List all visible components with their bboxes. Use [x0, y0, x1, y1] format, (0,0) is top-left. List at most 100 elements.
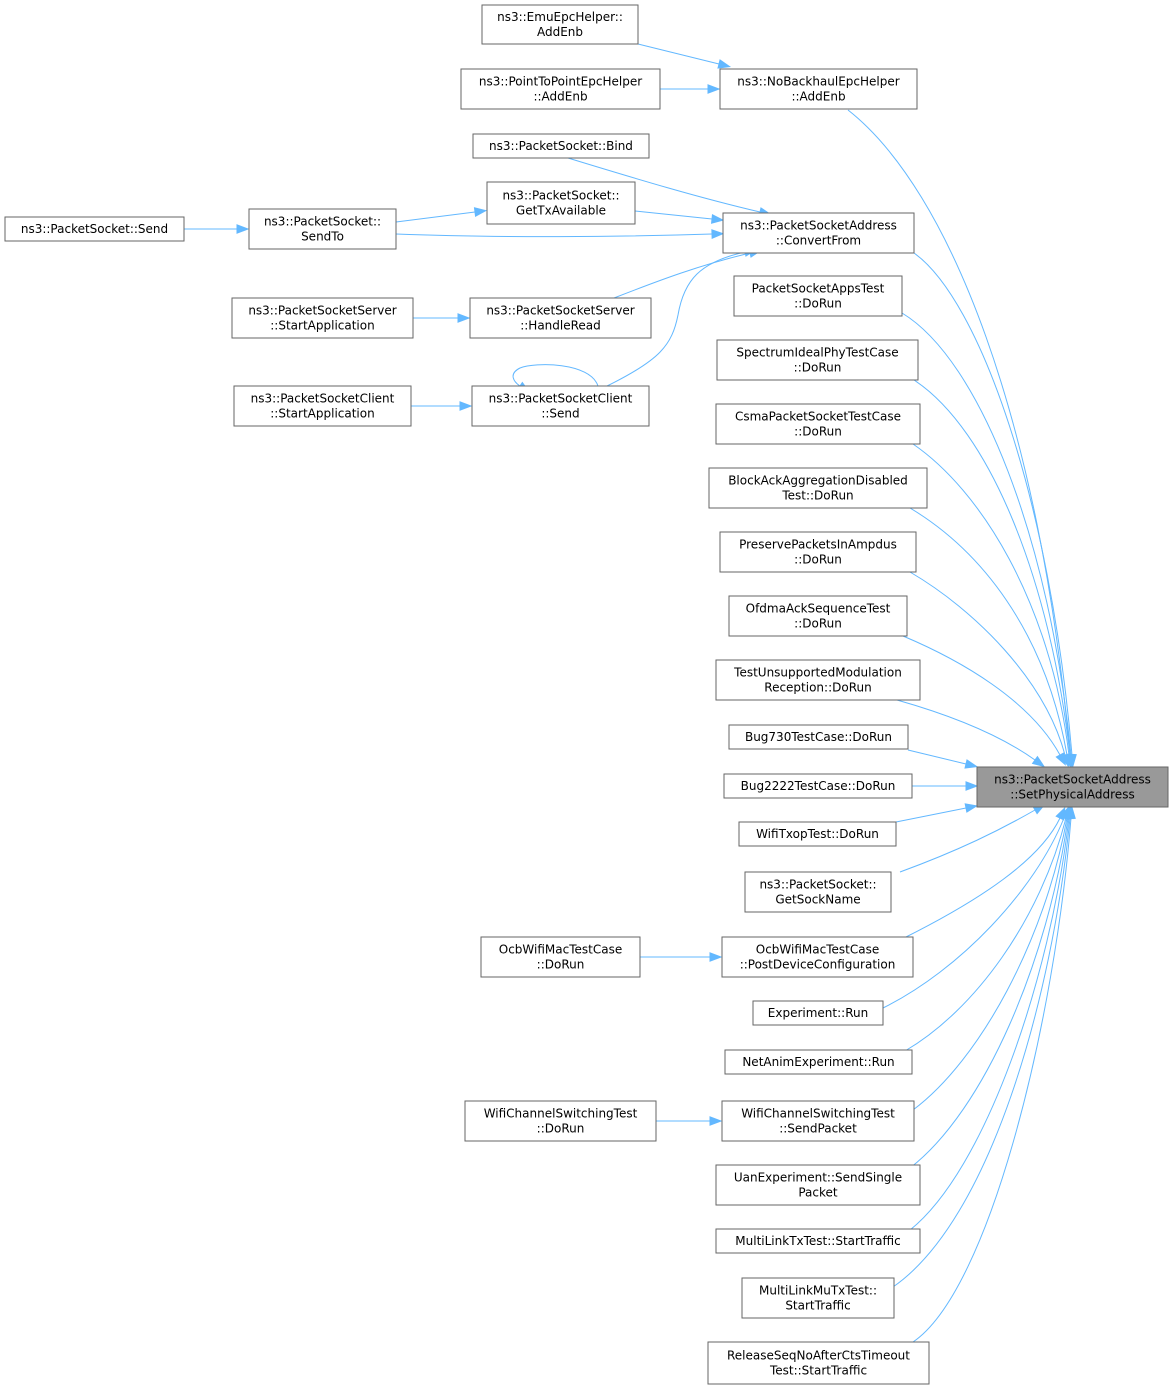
edge-line — [912, 443, 1070, 756]
node-label-line: ns3::PacketSocketClient — [489, 392, 633, 406]
node-mltx[interactable]: MultiLinkTxTest::StartTraffic — [715, 1228, 921, 1254]
node-emu[interactable]: ns3::EmuEpcHelper::AddEnb — [481, 4, 639, 45]
node-chswsend[interactable]: WifiChannelSwitchingTest::SendPacket — [721, 1100, 915, 1142]
node-box — [728, 724, 909, 750]
node-nobh[interactable]: ns3::NoBackhaulEpcHelper::AddEnb — [719, 68, 918, 110]
edge-arrowhead — [236, 224, 250, 234]
node-box — [481, 4, 639, 45]
edge-ofdma-to-root — [902, 635, 1066, 766]
node-clisend[interactable]: ns3::PacketSocketClient::Send — [471, 385, 650, 427]
edge-unsupported-to-root — [896, 699, 1046, 768]
edge-sendto-to-convert — [395, 229, 725, 239]
node-label-line: ns3::NoBackhaulEpcHelper — [737, 75, 899, 89]
node-spectrum[interactable]: SpectrumIdealPhyTestCase::DoRun — [716, 339, 919, 381]
node-ofdma[interactable]: OfdmaAckSequenceTest::DoRun — [728, 595, 908, 637]
node-gettx[interactable]: ns3::PacketSocket::GetTxAvailable — [486, 181, 636, 225]
node-ocbrun[interactable]: OcbWifiMacTestCase::DoRun — [480, 936, 641, 978]
node-chswrun[interactable]: WifiChannelSwitchingTest::DoRun — [464, 1100, 657, 1142]
node-label-line: OcbWifiMacTestCase — [756, 943, 879, 957]
edge-line — [912, 817, 1068, 1111]
nodes-layer: ns3::PacketSocketAddress::SetPhysicalAdd… — [4, 4, 1169, 1385]
node-label-line: ::DoRun — [794, 553, 842, 567]
node-txop[interactable]: WifiTxopTest::DoRun — [738, 821, 897, 847]
edge-getsock-to-root — [899, 803, 1046, 873]
node-handleread[interactable]: ns3::PacketSocketServer::HandleRead — [469, 297, 652, 339]
edge-line — [395, 233, 713, 238]
node-label-line: ::DoRun — [794, 425, 842, 439]
node-box — [723, 773, 913, 799]
edge-exprun-to-root — [882, 806, 1069, 1009]
edge-preserve-to-root — [909, 571, 1070, 767]
node-label-line: WifiChannelSwitchingTest — [484, 1107, 638, 1121]
node-root[interactable]: ns3::PacketSocketAddress::SetPhysicalAdd… — [976, 766, 1169, 808]
node-box — [752, 1000, 884, 1026]
node-ocbpost[interactable]: OcbWifiMacTestCase::PostDeviceConfigurat… — [721, 936, 914, 978]
node-sendto[interactable]: ns3::PacketSocket::SendTo — [248, 208, 397, 250]
node-label-line: PacketSocketAppsTest — [752, 282, 885, 296]
node-release[interactable]: ReleaseSeqNoAfterCtsTimeoutTest::StartTr… — [707, 1341, 930, 1385]
edge-line — [909, 507, 1068, 756]
node-srvstart[interactable]: ns3::PacketSocketServer::StartApplicatio… — [231, 297, 414, 339]
node-preserve[interactable]: PreservePacketsInAmpdus::DoRun — [719, 531, 917, 573]
node-box — [248, 208, 397, 250]
root-node-box — [976, 766, 1169, 808]
edge-mlmu-to-root — [892, 805, 1075, 1288]
edge-line — [902, 635, 1061, 756]
edge-line — [637, 43, 720, 65]
node-label-line: ::PostDeviceConfiguration — [740, 958, 896, 972]
node-label-line: ::HandleRead — [520, 319, 601, 333]
node-bug730[interactable]: Bug730TestCase::DoRun — [728, 724, 909, 750]
node-netanim[interactable]: NetAnimExperiment::Run — [724, 1049, 913, 1075]
edge-line — [896, 699, 1036, 761]
edges-layer — [184, 43, 1077, 1343]
node-unsupported[interactable]: TestUnsupportedModulationReception::DoRu… — [715, 659, 921, 701]
edge-arrowhead — [709, 1116, 723, 1126]
node-label-line: Bug730TestCase::DoRun — [745, 730, 892, 744]
node-exprun[interactable]: Experiment::Run — [752, 1000, 884, 1026]
node-box — [744, 871, 892, 913]
node-bug2222[interactable]: Bug2222TestCase::DoRun — [723, 773, 913, 799]
node-box — [715, 403, 921, 445]
edge-line — [909, 817, 1070, 1231]
edge-line — [904, 817, 1067, 1052]
node-label-line: ns3::PacketSocketServer — [486, 304, 634, 318]
edge-line — [395, 211, 476, 223]
node-label-line: UanExperiment::SendSingle — [734, 1171, 902, 1185]
node-convert[interactable]: ns3::PacketSocketAddress::ConvertFrom — [722, 212, 915, 254]
node-getsock[interactable]: ns3::PacketSocket::GetSockName — [744, 871, 892, 913]
node-mlmu[interactable]: MultiLinkMuTxTest::StartTraffic — [741, 1277, 895, 1319]
node-psend[interactable]: ns3::PacketSocket::Send — [4, 216, 185, 242]
edge-apps-to-root — [901, 312, 1076, 768]
node-clistart[interactable]: ns3::PacketSocketClient::StartApplicatio… — [233, 385, 412, 427]
edge-line — [912, 817, 1072, 1343]
edge-gettx-to-convert — [634, 210, 725, 224]
edge-arrowhead — [710, 214, 725, 224]
node-bind[interactable]: ns3::PacketSocket::Bind — [472, 133, 650, 159]
edge-psend-to-sendto — [184, 224, 250, 234]
edge-srvstart-to-handleread — [413, 313, 471, 323]
edge-line — [606, 251, 746, 387]
node-box — [722, 212, 915, 254]
node-label-line: ::ConvertFrom — [776, 234, 861, 248]
node-label-line: BlockAckAggregationDisabled — [728, 474, 908, 488]
node-apps[interactable]: PacketSocketAppsTest::DoRun — [733, 275, 903, 317]
node-label-line: MultiLinkMuTxTest:: — [759, 1284, 877, 1298]
node-label-line: ::DoRun — [794, 361, 842, 375]
node-label-line: ns3::PacketSocket:: — [502, 189, 619, 203]
node-box — [738, 821, 897, 847]
edge-arrowhead — [964, 803, 979, 813]
node-p2p[interactable]: ns3::PointToPointEpcHelper::AddEnb — [460, 68, 661, 110]
node-box — [708, 467, 928, 509]
edge-arrowhead — [1066, 805, 1076, 819]
edge-line — [613, 252, 751, 299]
node-label-line: GetTxAvailable — [516, 204, 606, 218]
edge-blockack-to-root — [909, 507, 1072, 768]
node-label-line: ::DoRun — [794, 617, 842, 631]
node-label-line: GetSockName — [775, 893, 860, 907]
node-box — [707, 1341, 930, 1385]
edge-convert-to-root — [913, 252, 1077, 768]
node-csma[interactable]: CsmaPacketSocketTestCase::DoRun — [715, 403, 921, 445]
node-label-line: NetAnimExperiment::Run — [742, 1055, 894, 1069]
